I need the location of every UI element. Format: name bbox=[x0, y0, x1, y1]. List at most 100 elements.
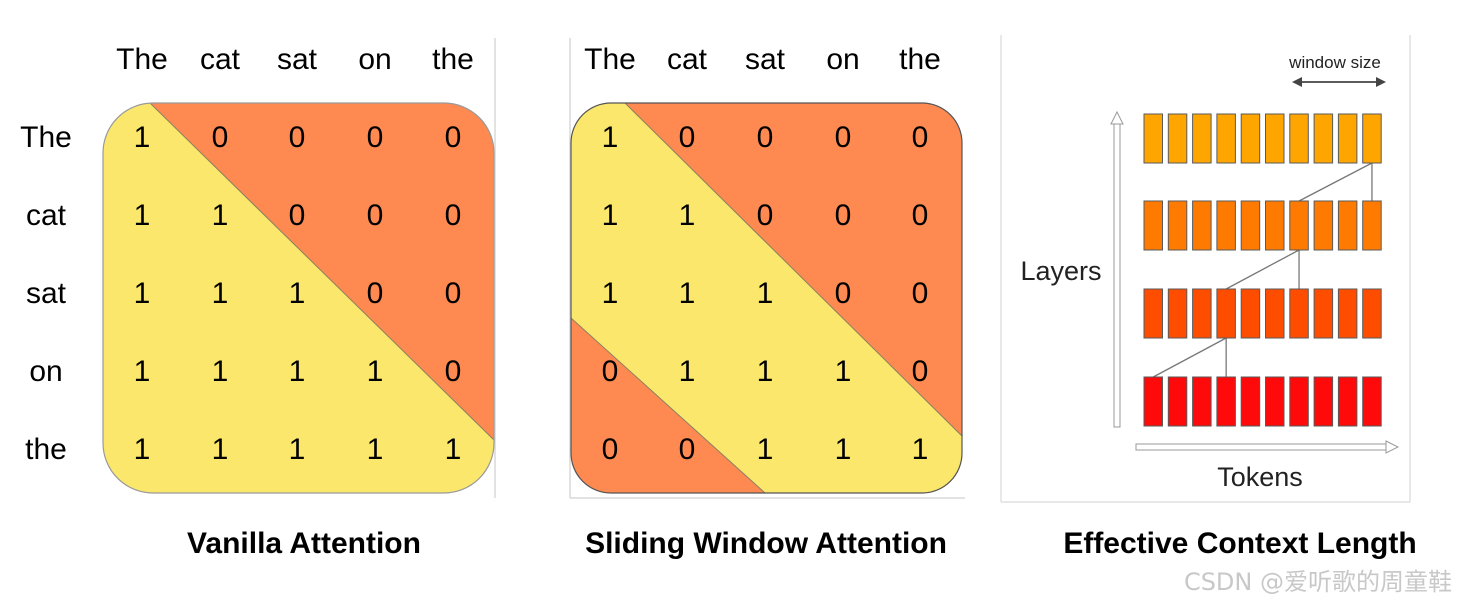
token-block bbox=[1216, 288, 1236, 339]
token-block bbox=[1337, 288, 1358, 339]
layers-axis-label: Layers bbox=[1020, 256, 1101, 286]
matrix-cell: 0 bbox=[912, 199, 929, 232]
token-block bbox=[1240, 113, 1261, 164]
matrix-cell: 1 bbox=[757, 277, 774, 310]
token-block bbox=[1240, 288, 1261, 339]
matrix-cell: 1 bbox=[134, 277, 151, 310]
matrix-cell: 0 bbox=[367, 121, 384, 154]
vanilla-attention-caption: Vanilla Attention bbox=[187, 527, 421, 560]
token-block bbox=[1289, 288, 1309, 339]
token-block bbox=[1216, 113, 1236, 164]
matrix-cell: 1 bbox=[835, 355, 852, 388]
sliding-column-token: on bbox=[826, 43, 859, 76]
vanilla-column-token: the bbox=[432, 43, 474, 76]
token-block bbox=[1337, 113, 1358, 164]
token-block bbox=[1337, 376, 1358, 427]
matrix-cell: 0 bbox=[367, 277, 384, 310]
matrix-cell: 1 bbox=[134, 355, 151, 388]
row-token: on bbox=[29, 355, 62, 388]
layers-axis-arrow bbox=[1110, 110, 1124, 428]
matrix-cell: 0 bbox=[445, 355, 462, 388]
token-block bbox=[1362, 288, 1382, 339]
token-block bbox=[1240, 376, 1261, 427]
token-block bbox=[1192, 288, 1212, 339]
token-block bbox=[1143, 376, 1163, 427]
vanilla-column-token: cat bbox=[200, 43, 241, 76]
matrix-cell: 1 bbox=[367, 433, 384, 466]
matrix-cell: 1 bbox=[367, 355, 384, 388]
token-block bbox=[1289, 376, 1309, 427]
sliding-column-token: The bbox=[584, 43, 636, 76]
matrix-cell: 0 bbox=[445, 277, 462, 310]
matrix-cell: 0 bbox=[445, 199, 462, 232]
token-block bbox=[1167, 376, 1188, 427]
token-block bbox=[1362, 200, 1382, 251]
matrix-cell: 1 bbox=[602, 277, 619, 310]
matrix-cell: 0 bbox=[835, 199, 852, 232]
token-block bbox=[1362, 113, 1382, 164]
row-token: the bbox=[25, 433, 67, 466]
vanilla-column-token: The bbox=[116, 43, 168, 76]
effective-context-panel: window size Layers Tokens Effective Cont… bbox=[1000, 35, 1417, 560]
token-block bbox=[1265, 200, 1285, 251]
matrix-cell: 0 bbox=[912, 121, 929, 154]
matrix-cell: 1 bbox=[289, 355, 306, 388]
matrix-cell: 0 bbox=[679, 433, 696, 466]
token-block bbox=[1313, 200, 1334, 251]
matrix-cell: 1 bbox=[445, 433, 462, 466]
matrix-cell: 1 bbox=[679, 199, 696, 232]
token-block bbox=[1289, 113, 1309, 164]
matrix-cell: 1 bbox=[289, 277, 306, 310]
sliding-matrix-background bbox=[571, 103, 962, 493]
matrix-cell: 0 bbox=[835, 121, 852, 154]
row-token: sat bbox=[26, 277, 67, 310]
token-block bbox=[1337, 200, 1358, 251]
csdn-watermark: CSDN @爱听歌的周童鞋 bbox=[1184, 568, 1452, 596]
matrix-cell: 0 bbox=[445, 121, 462, 154]
token-block bbox=[1143, 113, 1163, 164]
matrix-cell: 1 bbox=[602, 199, 619, 232]
token-block bbox=[1313, 288, 1334, 339]
token-block bbox=[1143, 200, 1163, 251]
matrix-cell: 1 bbox=[212, 199, 229, 232]
sliding-column-token: cat bbox=[667, 43, 708, 76]
matrix-cell: 0 bbox=[835, 277, 852, 310]
token-block bbox=[1216, 376, 1236, 427]
layer-token-blocks bbox=[1143, 113, 1382, 427]
matrix-cell: 1 bbox=[679, 355, 696, 388]
matrix-cell: 0 bbox=[679, 121, 696, 154]
token-block bbox=[1192, 113, 1212, 164]
token-block bbox=[1265, 376, 1285, 427]
token-block bbox=[1192, 376, 1212, 427]
matrix-cell: 1 bbox=[134, 121, 151, 154]
token-block bbox=[1143, 288, 1163, 339]
receptive-field-connectors bbox=[1152, 162, 1373, 378]
vanilla-column-token: on bbox=[358, 43, 391, 76]
token-block bbox=[1167, 200, 1188, 251]
matrix-cell: 0 bbox=[757, 121, 774, 154]
token-block bbox=[1265, 288, 1285, 339]
matrix-cell: 1 bbox=[212, 433, 229, 466]
matrix-cell: 0 bbox=[367, 199, 384, 232]
matrix-cell: 1 bbox=[212, 355, 229, 388]
token-block bbox=[1167, 113, 1188, 164]
matrix-cell: 1 bbox=[912, 433, 929, 466]
matrix-cell: 1 bbox=[134, 199, 151, 232]
matrix-cell: 1 bbox=[289, 433, 306, 466]
matrix-cell: 0 bbox=[602, 433, 619, 466]
matrix-cell: 0 bbox=[212, 121, 229, 154]
matrix-cell: 1 bbox=[835, 433, 852, 466]
matrix-cell: 0 bbox=[757, 199, 774, 232]
matrix-cell: 0 bbox=[602, 355, 619, 388]
token-block bbox=[1313, 113, 1334, 164]
matrix-cell: 0 bbox=[912, 277, 929, 310]
matrix-cell: 1 bbox=[757, 433, 774, 466]
matrix-cell: 1 bbox=[679, 277, 696, 310]
token-block bbox=[1167, 288, 1188, 339]
matrix-cell: 0 bbox=[289, 121, 306, 154]
